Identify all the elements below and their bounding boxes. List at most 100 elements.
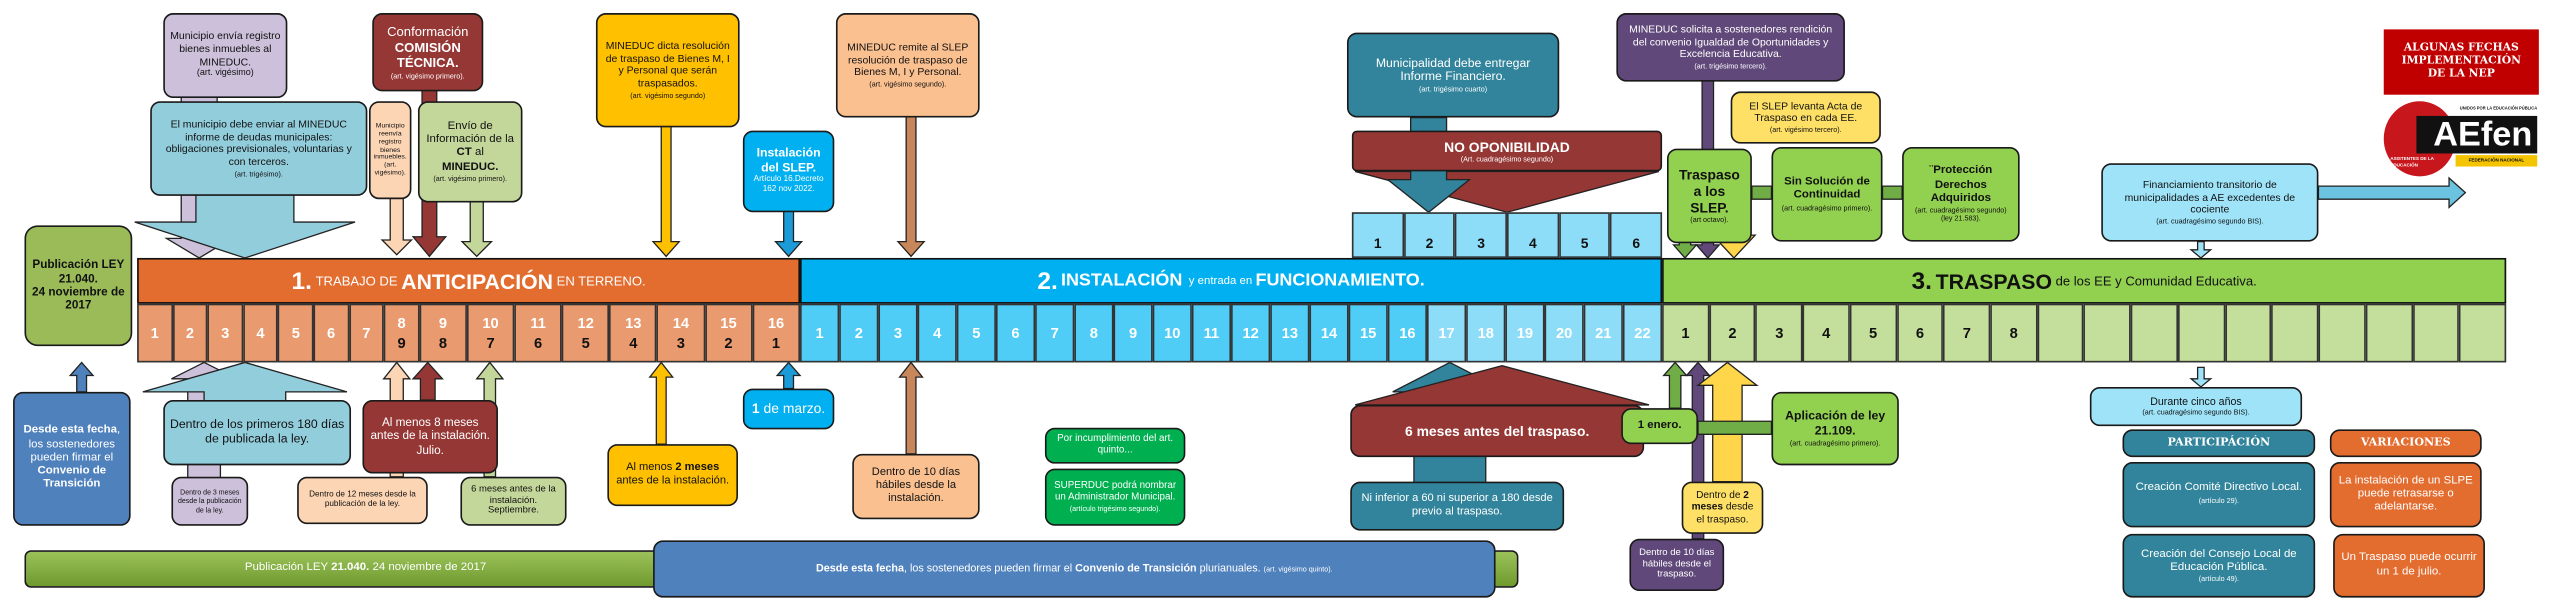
logo-right-text: FEDERACIÓN NACIONAL <box>2455 155 2538 167</box>
phase-2-month-cell: 15 <box>1348 303 1388 363</box>
informe-financiero-box: Municipalidad debe entregar Informe Fina… <box>1346 32 1560 118</box>
phase-2-month-cell: 4 <box>917 303 957 363</box>
phase-2-month-cell: 19 <box>1505 303 1545 363</box>
arrow-down <box>2189 240 2213 259</box>
month-number: 11 <box>530 314 546 332</box>
phase-3-month-cell: 4 <box>1802 303 1850 363</box>
month-number: 14 <box>672 314 690 332</box>
footer-convenio-bar: Desde esta fecha, los sostenedores puede… <box>653 540 1496 598</box>
municipio-envia-box: Municipio envía registro bienes inmueble… <box>163 13 288 98</box>
month-number: 3 <box>221 324 230 342</box>
phase-title: INSTALACIÓN <box>1060 271 1183 291</box>
phase-3-month-cell: 8 <box>1990 303 2038 363</box>
phase-title: TRASPASO <box>1935 268 2052 294</box>
pre-transfer-month-cell: 2 <box>1403 212 1456 258</box>
month-number: 15 <box>720 314 737 332</box>
month-number: 16 <box>767 314 785 332</box>
seis-meses-instalacion-box: 6 meses antes de la instalación. Septiem… <box>460 476 567 526</box>
doce-meses-box: Dentro de 12 meses desde la publicación … <box>297 476 428 525</box>
month-number: 18 <box>1477 324 1494 342</box>
phase-3-month-cell <box>2365 303 2413 363</box>
pre-transfer-month-cell: 3 <box>1455 212 1508 258</box>
phase-3-month-cell <box>2130 303 2178 363</box>
proteccion-derechos-box: ¨Protección Derechos Adquiridos(art. cua… <box>1902 146 2020 242</box>
month-number: 1 <box>815 324 824 342</box>
month-number: 2 <box>1728 324 1737 342</box>
phase-2-month-cell: 10 <box>1152 303 1192 363</box>
month-number: 3 <box>1775 324 1784 342</box>
month-number: 17 <box>1438 324 1455 342</box>
arrow-up <box>898 361 924 455</box>
variaciones-item: La instalación de un SLPE puede retrasar… <box>2329 462 2482 528</box>
months-remaining: 7 <box>486 334 495 352</box>
superduc-box: SUPERDUC podrá nombrar un Administrador … <box>1044 468 1186 526</box>
month-number: 21 <box>1595 324 1612 342</box>
phase-2-month-cell: 7 <box>1035 303 1075 363</box>
pre-transfer-month-cell: 1 <box>1351 212 1404 258</box>
month-number: 4 <box>256 324 265 342</box>
month-number: 8 <box>2009 324 2018 342</box>
phase-3-month-cell: 6 <box>1896 303 1944 363</box>
tres-meses-box: Dentro de 3 meses desde la publicación d… <box>171 476 249 526</box>
logo: UNIDOS POR LA EDUCACIÓN PÚBLICA AEfen AS… <box>2383 101 2539 177</box>
variaciones-header: VARIACIONES <box>2329 429 2482 458</box>
month-number: 9 <box>1128 324 1138 342</box>
deudas-box: El municipio debe enviar al MINEDUC info… <box>150 101 368 196</box>
pre-transfer-month-cell: 6 <box>1610 212 1663 258</box>
arrow-up <box>411 361 444 401</box>
month-number: 20 <box>1555 324 1573 342</box>
dos-meses-traspaso-box: Dentro de 2 meses desde el traspaso. <box>1681 481 1764 534</box>
sin-solucion-box: Sin Solución de Continuidad(art. cuadrag… <box>1771 146 1883 242</box>
arrow-down <box>896 113 926 258</box>
no-oponibilidad-arrow <box>1354 170 1659 213</box>
phase-text: TRABAJO DE <box>315 273 398 289</box>
arrow-up <box>648 361 675 445</box>
variaciones-item: Un Traspaso puede ocurrir un 1 de julio. <box>2333 533 2485 598</box>
month-number: 9 <box>438 314 448 332</box>
financiamiento-box: Financiamiento transitorio de municipali… <box>2101 163 2319 242</box>
phase-2-month-cell: 3 <box>878 303 918 363</box>
month-number: 16 <box>1399 324 1416 342</box>
arrow-right <box>2317 176 2467 209</box>
mineduc-remite-box: MINEDUC remite al SLEP resolución de tra… <box>835 13 980 118</box>
ocho-meses-box: Al menos 8 meses antes de la instalación… <box>362 400 498 474</box>
phase-2-month-cell: 13 <box>1270 303 1310 363</box>
traspaso-arrow <box>1354 365 1650 406</box>
month-number: 5 <box>1868 324 1878 342</box>
month-number: 8 <box>1089 324 1098 342</box>
phase-3-month-cell <box>2459 303 2507 363</box>
phase-2-month-cell: 2 <box>839 303 879 363</box>
month-number: 10 <box>482 314 499 332</box>
month-number: 19 <box>1516 324 1534 342</box>
logo-top-text: UNIDOS POR LA EDUCACIÓN PÚBLICA <box>2459 106 2538 112</box>
month-number: 4 <box>1528 234 1537 251</box>
phase-3-month-cell <box>2084 303 2131 363</box>
phase-2-month-cell: 21 <box>1583 303 1623 363</box>
mineduc-solicita-box: MINEDUC solicita a sostenedores rendició… <box>1616 13 1845 82</box>
connector <box>1881 185 1903 200</box>
arrow-up <box>68 361 95 393</box>
month-number: 8 <box>397 314 406 332</box>
phase-3-month-cell: 1 <box>1662 303 1709 363</box>
phase-1-month-cell: 7 <box>348 303 384 363</box>
phase-3-month-cell <box>2177 303 2225 363</box>
month-number: 5 <box>1580 234 1589 251</box>
phase-2-month-cell: 22 <box>1622 303 1663 363</box>
month-number: 7 <box>1962 324 1971 342</box>
phase-3-month-cell: 2 <box>1708 303 1756 363</box>
phase-1-band: 1. TRABAJO DE ANTICIPACIÓN EN TERRENO. <box>137 257 801 304</box>
acta-traspaso-box: El SLEP levanta Acta de Traspaso en cada… <box>1730 91 1881 144</box>
arrow-down <box>380 195 414 256</box>
month-number: 6 <box>326 324 336 342</box>
phase-2-month-cell: 12 <box>1231 303 1271 363</box>
logo-letters: AEfen <box>2416 115 2538 154</box>
pre-transfer-month-cell: 4 <box>1507 212 1559 258</box>
phase-3-month-cell <box>2318 303 2366 363</box>
